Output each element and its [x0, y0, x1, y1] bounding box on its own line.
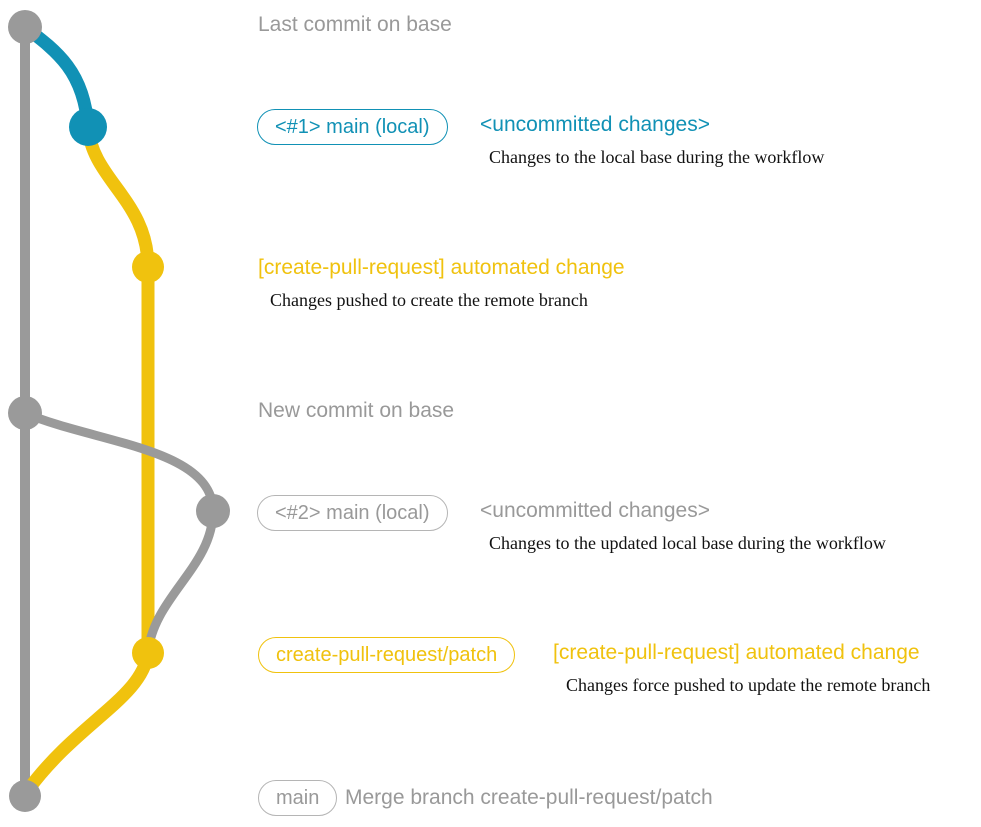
- commit-dot-main-local-1: [69, 108, 107, 146]
- badge-main: main: [258, 780, 338, 816]
- title-uncommitted-changes-2: <uncommitted changes>: [480, 499, 710, 522]
- badge-main-local-1: <#1> main (local): [257, 109, 448, 145]
- commit-graph: [8, 10, 230, 812]
- desc-force-push-update-branch: Changes force pushed to update the remot…: [566, 675, 931, 695]
- title-uncommitted-changes-1: <uncommitted changes>: [480, 113, 710, 136]
- badge-main-local-2: <#2> main (local): [257, 495, 448, 531]
- desc-push-create-branch: Changes pushed to create the remote bran…: [270, 290, 588, 310]
- patch-branch-line: [21, 120, 155, 797]
- commit-dot-patch-1: [132, 251, 164, 283]
- desc-updated-local-base-changes: Changes to the updated local base during…: [489, 533, 886, 553]
- commit-dot-patch-2: [132, 637, 164, 669]
- title-automated-change-1: [create-pull-request] automated change: [258, 256, 625, 279]
- badge-patch-branch: create-pull-request/patch: [258, 637, 516, 673]
- rebase-curve-out: [20, 408, 218, 516]
- commit-dot-main-local-2: [196, 494, 230, 528]
- title-merge-branch: Merge branch create-pull-request/patch: [345, 786, 713, 809]
- commit-dot-merge: [9, 780, 41, 812]
- commit-dot-last-base: [8, 10, 42, 44]
- commit-dot-new-base: [8, 396, 42, 430]
- label-new-commit-on-base: New commit on base: [258, 399, 455, 422]
- rebase-curve-in: [143, 506, 218, 658]
- label-last-commit-on-base: Last commit on base: [258, 13, 452, 36]
- desc-local-base-changes: Changes to the local base during the wor…: [489, 147, 825, 167]
- title-automated-change-2: [create-pull-request] automated change: [553, 641, 920, 664]
